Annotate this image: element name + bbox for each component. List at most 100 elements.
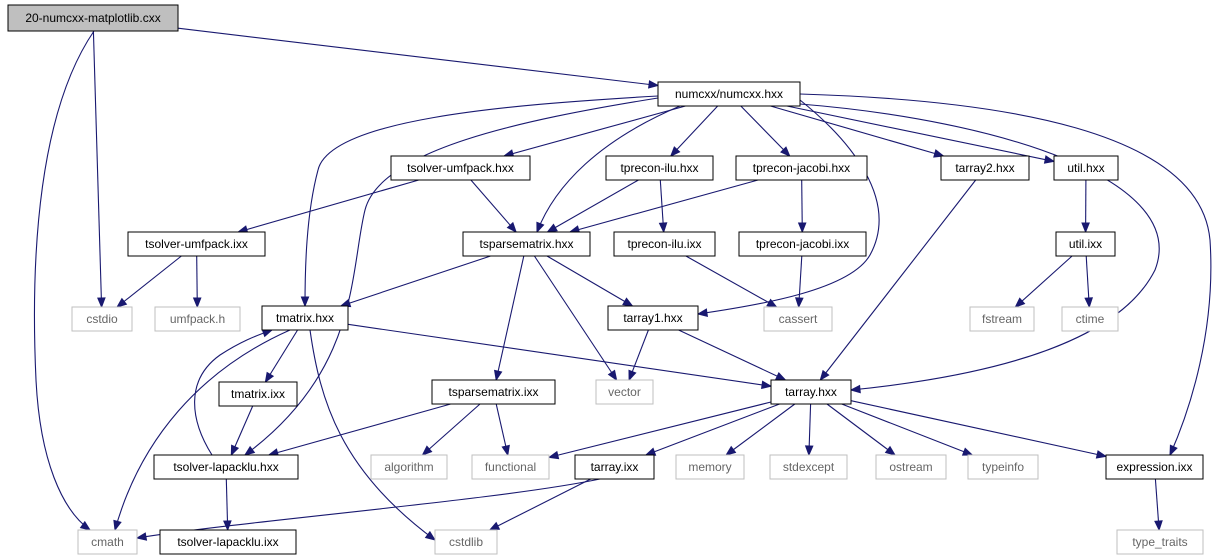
node-box: [763, 306, 833, 332]
node-label: algorithm: [384, 460, 433, 474]
node-main: 20-numcxx-matplotlib.cxx: [7, 4, 179, 32]
node-tprecon-ilu-h[interactable]: tprecon-ilu.hxx: [605, 155, 714, 181]
node-tprecon-ilu-i[interactable]: tprecon-ilu.ixx: [613, 231, 716, 257]
node-label: umfpack.h: [170, 312, 225, 326]
edge-tsolver_umf_h-to-tsolver_umf_i: [236, 179, 419, 234]
node-tmatrix-h[interactable]: tmatrix.hxx: [261, 305, 349, 331]
node-label: tarray.ixx: [591, 460, 639, 474]
node-ctime: ctime: [1061, 306, 1119, 332]
node-tarray1-h[interactable]: tarray1.hxx: [607, 305, 699, 331]
node-label: tprecon-ilu.hxx: [620, 161, 698, 175]
node-label: tarray2.hxx: [955, 161, 1014, 175]
node-box: [595, 379, 654, 405]
node-box: [574, 454, 655, 480]
node-cassert: cassert: [763, 306, 833, 332]
node-box: [218, 381, 298, 407]
edge-util_i-to-ctime: [1084, 255, 1094, 309]
node-tsolver-umf-h[interactable]: tsolver-umfpack.hxx: [390, 155, 531, 181]
edge-tprecon_ilu_i-to-cassert: [685, 255, 778, 308]
node-box: [607, 305, 699, 331]
edge-tarray_h-to-ostream: [826, 403, 897, 456]
node-label: tprecon-jacobi.hxx: [753, 161, 850, 175]
node-box: [969, 306, 1035, 332]
node-tarray-i[interactable]: tarray.ixx: [574, 454, 655, 480]
edge-numcxx-to-tarray2_h: [770, 105, 945, 158]
edge-tsparse_h-to-tmatrix_h: [339, 255, 491, 308]
node-functional: functional: [471, 454, 550, 480]
node-box: [370, 454, 448, 480]
node-label: memory: [688, 460, 731, 474]
node-tsolver-lu-i[interactable]: tsolver-lapacklu.ixx: [159, 529, 297, 555]
edge-numcxx-to-tprecon_jac_h: [740, 105, 791, 157]
node-label: tarray1.hxx: [623, 311, 682, 325]
node-label: numcxx/numcxx.hxx: [675, 87, 783, 101]
edge-tarray1_h-to-vector: [628, 329, 649, 382]
edge-numcxx-to-tmatrix_h: [300, 95, 659, 308]
edge-tprecon_ilu_h-to-tsparse_h: [546, 179, 639, 233]
node-label: vector: [608, 385, 641, 399]
node-stdexcept: stdexcept: [769, 454, 848, 480]
node-box: [127, 231, 266, 257]
edge-tsolver_umf_i-to-umfpack: [192, 255, 202, 309]
edge-tsparse_h-to-tsparse_i: [493, 255, 525, 382]
node-label: tmatrix.ixx: [231, 387, 285, 401]
edge-numcxx-to-tprecon_ilu_h: [669, 105, 719, 157]
node-box: [154, 306, 241, 332]
node-tsolver-umf-i[interactable]: tsolver-umfpack.ixx: [127, 231, 266, 257]
edge-tarray_i-to-cstdlib: [488, 478, 591, 531]
node-box: [71, 306, 133, 332]
node-label: fstream: [982, 312, 1022, 326]
node-label: tsolver-lapacklu.ixx: [177, 535, 278, 549]
node-label: functional: [485, 460, 536, 474]
node-box: [875, 454, 947, 480]
node-box: [613, 231, 716, 257]
node-box: [1055, 231, 1116, 257]
edge-tsparse_h-to-tarray1_h: [546, 255, 634, 307]
node-tsparse-i[interactable]: tsparsematrix.ixx: [431, 379, 556, 405]
edge-tsolver_umf_h-to-tsparse_h: [470, 179, 517, 234]
edges-layer: [33, 27, 1212, 541]
node-expression-i[interactable]: expression.ixx: [1105, 454, 1204, 480]
edge-numcxx-to-tsparse_h: [536, 105, 681, 234]
node-util-h[interactable]: util.hxx: [1053, 155, 1119, 181]
node-tmatrix-i[interactable]: tmatrix.ixx: [218, 381, 298, 407]
node-label: tsolver-lapacklu.hxx: [173, 460, 278, 474]
node-tarray2-h[interactable]: tarray2.hxx: [940, 155, 1030, 181]
edge-expression_i-to-type_traits: [1154, 478, 1163, 532]
node-label: ctime: [1076, 312, 1105, 326]
edge-tmatrix_h-to-cmath: [113, 329, 291, 532]
edge-tarray_h-to-memory: [725, 403, 796, 456]
node-util-i[interactable]: util.ixx: [1055, 231, 1116, 257]
node-cstdlib: cstdlib: [434, 529, 498, 555]
node-label: type_traits: [1132, 535, 1187, 549]
edge-tsolver_lu_h-to-tmatrix_h: [194, 329, 274, 456]
node-tsolver-lu-h[interactable]: tsolver-lapacklu.hxx: [153, 454, 299, 480]
node-tprecon-jac-h[interactable]: tprecon-jacobi.hxx: [735, 155, 868, 181]
node-box: [7, 4, 179, 32]
node-tprecon-jac-i[interactable]: tprecon-jacobi.ixx: [738, 231, 867, 257]
node-tarray-h[interactable]: tarray.hxx: [770, 379, 852, 405]
node-label: cmath: [91, 535, 124, 549]
node-label: tarray.hxx: [785, 385, 837, 399]
edge-numcxx-to-expression_i: [799, 93, 1212, 457]
node-label: tsparsematrix.hxx: [479, 237, 573, 251]
edge-tprecon_jac_i-to-cassert: [794, 255, 804, 309]
node-fstream: fstream: [969, 306, 1035, 332]
node-vector: vector: [595, 379, 654, 405]
edge-tprecon_jac_h-to-tsparse_h: [568, 179, 759, 234]
node-numcxx[interactable]: numcxx/numcxx.hxx: [657, 81, 801, 107]
node-tsparse-h[interactable]: tsparsematrix.hxx: [462, 231, 591, 257]
edge-tmatrix_h-to-cstdlib: [309, 329, 437, 541]
node-umfpack: umfpack.h: [154, 306, 241, 332]
node-box: [1061, 306, 1119, 332]
node-box: [770, 379, 852, 405]
node-box: [769, 454, 848, 480]
node-type-traits: type_traits: [1116, 529, 1204, 555]
node-box: [471, 454, 550, 480]
node-label: typeinfo: [982, 460, 1024, 474]
node-label: tsparsematrix.ixx: [448, 385, 538, 399]
edge-tsparse_i-to-algorithm: [421, 403, 481, 456]
node-label: stdexcept: [783, 460, 835, 474]
node-box: [940, 155, 1030, 181]
edge-tmatrix_i-to-tsolver_lu_h: [230, 405, 254, 457]
